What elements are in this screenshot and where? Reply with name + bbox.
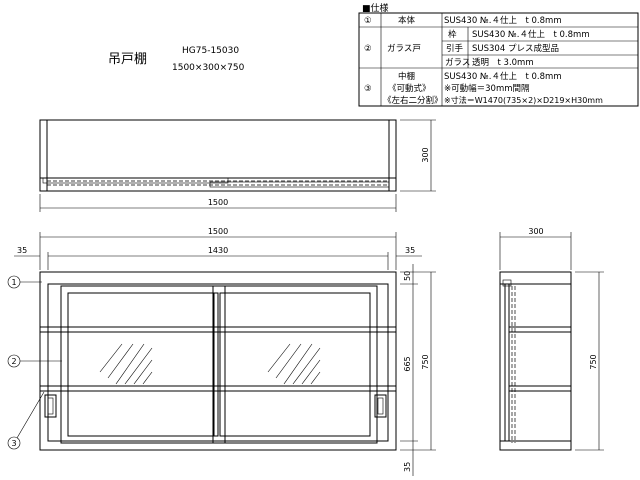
- dim-top-depth: 300: [421, 147, 430, 162]
- shelf-rail-upper: [39, 326, 397, 333]
- spec-row1-num: ①: [364, 16, 372, 26]
- door-right: [212, 285, 378, 444]
- top-view-door-left: [42, 177, 229, 184]
- spec-row2-value: SUS430 №.４仕上 t 0.8mm: [472, 29, 590, 40]
- product-size: 1500×300×750: [172, 63, 245, 73]
- side-shelf-lower: [508, 385, 572, 392]
- callout-1: [7, 275, 21, 289]
- glass-hatch-left: [99, 343, 153, 385]
- dim-top-width: 1500: [208, 198, 228, 207]
- callout-2: [7, 354, 21, 368]
- side-view-outline: [499, 271, 572, 451]
- callout-3: [7, 436, 21, 450]
- dim-inner-width: 1430: [208, 246, 228, 255]
- top-view-outline: [39, 119, 397, 192]
- spec-row5-num: ③: [364, 84, 372, 94]
- dim-bottom-rail: 35: [403, 462, 412, 472]
- front-view-inner: [47, 283, 389, 442]
- callout-1-label: 1: [11, 278, 16, 287]
- shelf-rail-lower: [39, 385, 397, 392]
- spec-row5-value3: ※寸法＝W1470(735×2)×D219×H30mm: [444, 95, 603, 105]
- callout-3-label: 3: [11, 439, 16, 448]
- dim-total-height: 750: [421, 354, 430, 369]
- spec-row5-value2: ※可動幅＝30mm間隔: [444, 83, 530, 94]
- dim-top-rail: 50: [403, 271, 412, 281]
- side-view: 300 750: [499, 227, 604, 451]
- spec-row4-value: 透明 t 3.0mm: [472, 57, 534, 68]
- spec-row5-value: SUS430 №.４仕上 t 0.8mm: [444, 71, 562, 82]
- spec-row3-value: SUS304 プレス成型品: [472, 43, 559, 54]
- spec-row5-part3: 《左右二分割》: [383, 95, 443, 106]
- callout-2-label: 2: [11, 357, 16, 366]
- glass-hatch-right: [267, 343, 321, 385]
- spec-heading: ■仕様: [362, 2, 389, 14]
- spec-row3-sub: 引手: [446, 43, 464, 54]
- spec-row1-part: 本体: [398, 15, 416, 26]
- handle-right: [374, 394, 387, 418]
- spec-row2-sub: 枠: [448, 29, 457, 40]
- dim-side-right: 35: [405, 246, 415, 255]
- side-shelf-upper: [508, 326, 572, 333]
- spec-row1-value: SUS430 №.４仕上 t 0.8mm: [444, 15, 562, 26]
- dim-opening-height: 665: [403, 356, 412, 371]
- front-view: 1500 1430 35 35: [7, 227, 436, 476]
- door-left-glass: [67, 292, 219, 437]
- dim-side-height: 750: [589, 354, 598, 369]
- dim-side-depth: 300: [528, 227, 543, 236]
- dim-front-width: 1500: [208, 227, 228, 236]
- spec-row2-part: ガラス戸: [387, 43, 421, 54]
- handle-left: [44, 394, 57, 418]
- door-right-glass: [219, 292, 371, 437]
- spec-row5-part2: 《可動式》: [388, 83, 431, 94]
- top-view-door-right: [209, 181, 390, 188]
- product-name: 吊戸棚: [108, 52, 147, 67]
- spec-row5-part: 中棚: [398, 71, 415, 82]
- dim-side-left: 35: [17, 246, 27, 255]
- spec-row2-num: ②: [364, 44, 372, 54]
- spec-table: ■仕様 ① 本体 SUS430 №.４仕上 t 0.8mm ② ガラス戸 枠 S…: [358, 2, 639, 107]
- top-view: 300 1500: [39, 119, 436, 212]
- spec-row4-sub: ガラス: [445, 57, 470, 68]
- door-left: [60, 285, 226, 444]
- spec-table-frame: [358, 12, 639, 107]
- model-number: HG75-15030: [182, 46, 239, 56]
